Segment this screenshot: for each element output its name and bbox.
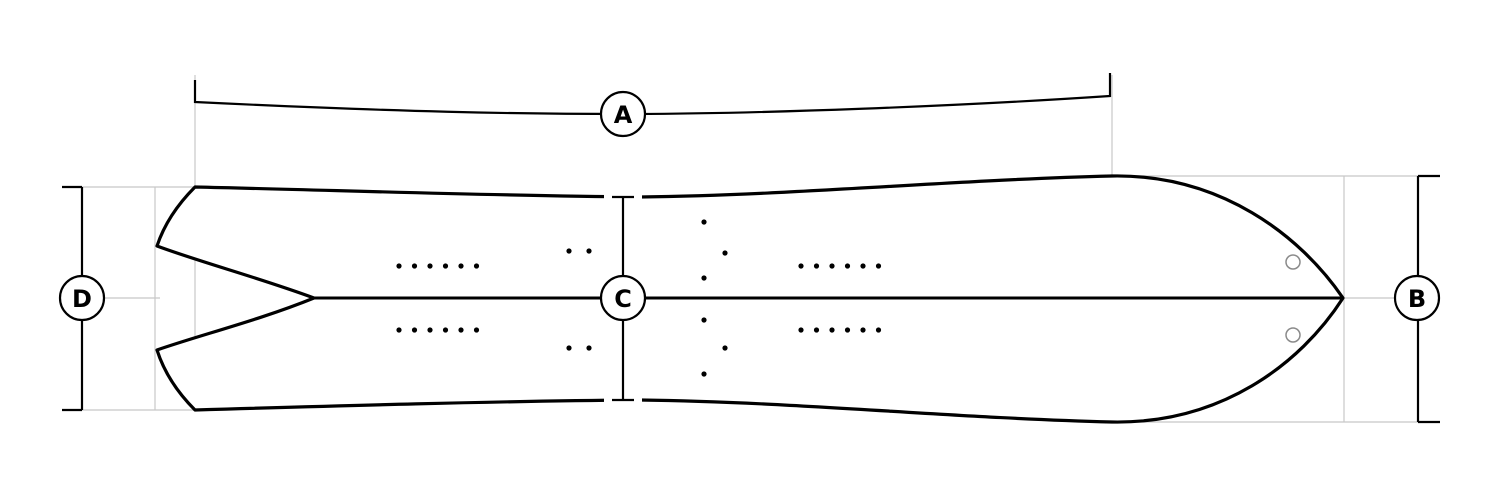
insert-dot: [860, 327, 866, 333]
insert-dot: [860, 263, 866, 269]
insert-dot: [396, 263, 402, 269]
insert-dot: [829, 327, 835, 333]
insert-dot: [701, 275, 707, 281]
insert-dot: [844, 327, 851, 333]
insert-dot: [844, 263, 851, 269]
insert-dot: [566, 345, 572, 351]
binding-inserts: [396, 219, 882, 377]
insert-dot: [875, 263, 882, 269]
label-b: B: [1393, 274, 1441, 322]
insert-dot: [396, 327, 402, 333]
insert-dot: [813, 263, 820, 269]
insert-dot: [442, 263, 449, 269]
insert-dot: [473, 327, 480, 333]
insert-dot: [411, 327, 418, 333]
insert-dot: [701, 219, 707, 225]
insert-dot: [701, 371, 707, 377]
label-b-text: B: [1408, 285, 1426, 313]
insert-dot: [566, 248, 572, 254]
insert-dot: [586, 345, 592, 351]
insert-dot: [875, 327, 882, 333]
insert-dot: [798, 263, 804, 269]
nose-hole-icon: [1285, 327, 1301, 343]
insert-dot: [427, 263, 433, 269]
insert-dot: [813, 327, 820, 333]
label-d-text: D: [72, 285, 92, 313]
label-a: A: [599, 90, 647, 138]
label-c: C: [599, 274, 647, 322]
insert-dot: [722, 250, 728, 256]
label-d: D: [58, 274, 106, 322]
label-c-text: C: [614, 285, 632, 313]
insert-dot: [722, 345, 728, 351]
insert-dot: [798, 327, 804, 333]
nose-hole-icon: [1285, 254, 1301, 270]
insert-dot: [427, 327, 433, 333]
insert-dot: [701, 317, 707, 323]
insert-dot: [458, 327, 464, 333]
insert-dot: [458, 263, 464, 269]
insert-dot: [829, 263, 835, 269]
insert-dot: [442, 327, 449, 333]
insert-dot: [411, 263, 418, 269]
overall-length-bracket: [193, 73, 1112, 116]
label-a-text: A: [614, 101, 633, 129]
insert-dot: [586, 248, 592, 254]
insert-dot: [473, 263, 480, 269]
